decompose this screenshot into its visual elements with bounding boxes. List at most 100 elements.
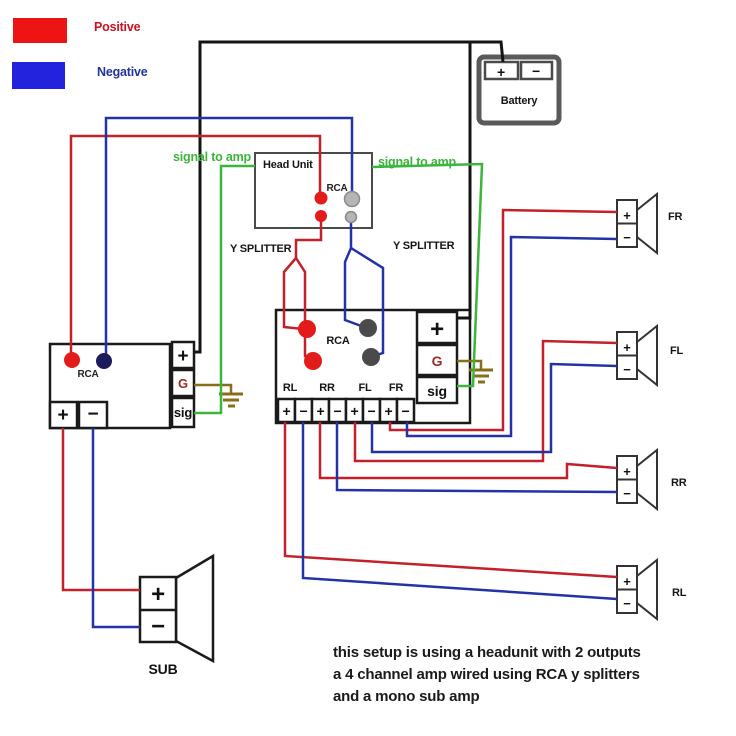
main-amp-rca-label: RCA xyxy=(326,335,349,347)
speaker-rl-plus: + xyxy=(623,574,631,589)
speaker-rl-minus: − xyxy=(623,596,631,611)
wire-ysplitter-red-leg-a xyxy=(282,257,304,331)
sub-amp-output-plus-glyph: + xyxy=(58,405,69,426)
wire-ysplitter-blue-leg-a xyxy=(343,247,365,329)
speaker-fl-plus: + xyxy=(623,340,631,355)
wire-ysplitter-red-stem xyxy=(294,216,323,258)
wire-rca-headunit-to-subamp-blue xyxy=(104,116,354,361)
speaker-rr-plus: + xyxy=(623,464,631,479)
wire-rl-minus xyxy=(301,422,618,601)
y-splitter-right-label: Y SPLITTER xyxy=(393,240,455,252)
subwoofer-label: SUB xyxy=(149,661,178,677)
battery-label: Battery xyxy=(501,95,539,107)
speaker-fl-label: FL xyxy=(670,345,684,357)
speaker-fr-cone xyxy=(636,191,658,256)
main-amp-power-glyph: + xyxy=(430,316,444,343)
caption-line-3: and a mono sub amp xyxy=(333,688,479,705)
subwoofer-plus: + xyxy=(151,581,165,608)
battery-minus-terminal xyxy=(519,60,554,81)
battery-plus-glyph: + xyxy=(497,64,505,80)
terminal-glyph-3: − xyxy=(334,403,342,419)
terminal-glyph-7: − xyxy=(402,403,410,419)
battery-minus-glyph: − xyxy=(532,63,540,79)
wire-rca-headunit-to-subamp-red xyxy=(69,134,322,360)
sub-amp-output-plus-terminal xyxy=(48,400,79,430)
speaker-fr-plus: + xyxy=(623,208,631,223)
speaker-rl-cone xyxy=(636,557,658,622)
subamp-rca-red xyxy=(64,352,80,368)
headunit-rca-red-1 xyxy=(314,191,328,205)
headunit-rca-red-2 xyxy=(315,210,327,222)
main-amp-signal-terminal xyxy=(415,375,459,405)
wire-sub-plus xyxy=(61,428,140,592)
subamp-rca-blue xyxy=(96,353,112,369)
subamp-ground xyxy=(194,383,243,408)
wire-battery-to-mainamp-power xyxy=(456,42,472,320)
sub-amp-ground-terminal xyxy=(170,368,196,398)
main-amp-channel-rl: RL xyxy=(283,382,298,394)
wire-fl-minus xyxy=(370,362,618,454)
terminal-glyph-0: + xyxy=(283,403,291,419)
speaker-rr: + − RR xyxy=(616,447,687,512)
terminal-glyph-1: − xyxy=(300,403,308,419)
main-amp-ground-glyph: G xyxy=(432,353,443,369)
subwoofer-minus: − xyxy=(151,613,165,640)
speaker-fl-minus: − xyxy=(623,362,631,377)
wire-mainamp-ground xyxy=(457,359,483,370)
wire-signal-to-subamp xyxy=(194,164,255,415)
headunit-rca-white-2 xyxy=(344,210,358,224)
sub-amp-ground-glyph: G xyxy=(178,376,188,391)
head-unit-title: Head Unit xyxy=(263,159,313,171)
subwoofer: + − SUB xyxy=(138,553,215,677)
mainamp-rca-red-2 xyxy=(304,352,322,370)
headunit-rca-white-1 xyxy=(343,190,361,208)
wire-fr-plus xyxy=(388,208,618,432)
sub-amp-rca-label: RCA xyxy=(77,369,98,380)
speaker-rr-label: RR xyxy=(671,477,687,489)
caption: this setup is using a headunit with 2 ou… xyxy=(333,644,641,705)
wire-rr-plus xyxy=(318,422,618,480)
speaker-fr: + − FR xyxy=(616,191,683,256)
terminal-glyph-5: − xyxy=(368,403,376,419)
signal-to-amp-right-label: signal to amp xyxy=(378,155,457,169)
main-amp-channel-fr: FR xyxy=(389,382,404,394)
terminal-glyph-6: + xyxy=(385,403,393,419)
caption-line-2: a 4 channel amp wired using RCA y splitt… xyxy=(333,666,640,683)
main-amp-signal-glyph: sig xyxy=(427,383,447,399)
subwoofer-cone xyxy=(174,553,215,664)
wire-signal-to-mainamp xyxy=(371,162,484,388)
speaker-rr-minus: − xyxy=(623,486,631,501)
terminal-glyph-2: + xyxy=(317,403,325,419)
wire-fl-plus xyxy=(353,339,618,463)
wire-battery-to-subamp-power xyxy=(195,40,505,354)
wire-rr-minus xyxy=(335,422,618,494)
sub-amp-signal-glyph: sig xyxy=(174,405,192,420)
sub-amp-output-minus-glyph: − xyxy=(88,404,99,425)
caption-line-1: this setup is using a headunit with 2 ou… xyxy=(333,644,641,661)
speaker-fl: + − FL xyxy=(616,323,684,388)
wire-subamp-ground xyxy=(194,383,233,394)
main-amp-channel-rr: RR xyxy=(319,382,335,394)
signal-to-amp-left-label: signal to amp xyxy=(173,150,252,164)
terminal-glyph-4: + xyxy=(351,403,359,419)
y-splitter-left-label: Y SPLITTER xyxy=(230,243,292,255)
head-unit-rca-label: RCA xyxy=(326,183,347,194)
wire-rl-plus xyxy=(283,422,618,579)
speaker-fl-cone xyxy=(636,323,658,388)
main-amp-ground-terminal xyxy=(415,343,459,377)
battery: + − Battery xyxy=(476,54,562,126)
main-amp-terminal-fr-minus xyxy=(395,397,416,424)
sub-amp-power-terminal xyxy=(170,340,196,370)
legend-positive-swatch xyxy=(13,18,67,43)
sub-amp-power-glyph: + xyxy=(178,346,189,367)
mainamp-rca-gray-2 xyxy=(362,348,380,366)
speaker-rl: + − RL xyxy=(616,557,687,622)
speaker-fr-label: FR xyxy=(668,211,683,223)
speaker-fr-minus: − xyxy=(623,230,631,245)
wire-fr-minus xyxy=(405,235,618,438)
legend-negative-swatch xyxy=(12,62,65,89)
mainamp-rca-red-1 xyxy=(298,320,316,338)
wire-sub-minus xyxy=(91,428,140,629)
